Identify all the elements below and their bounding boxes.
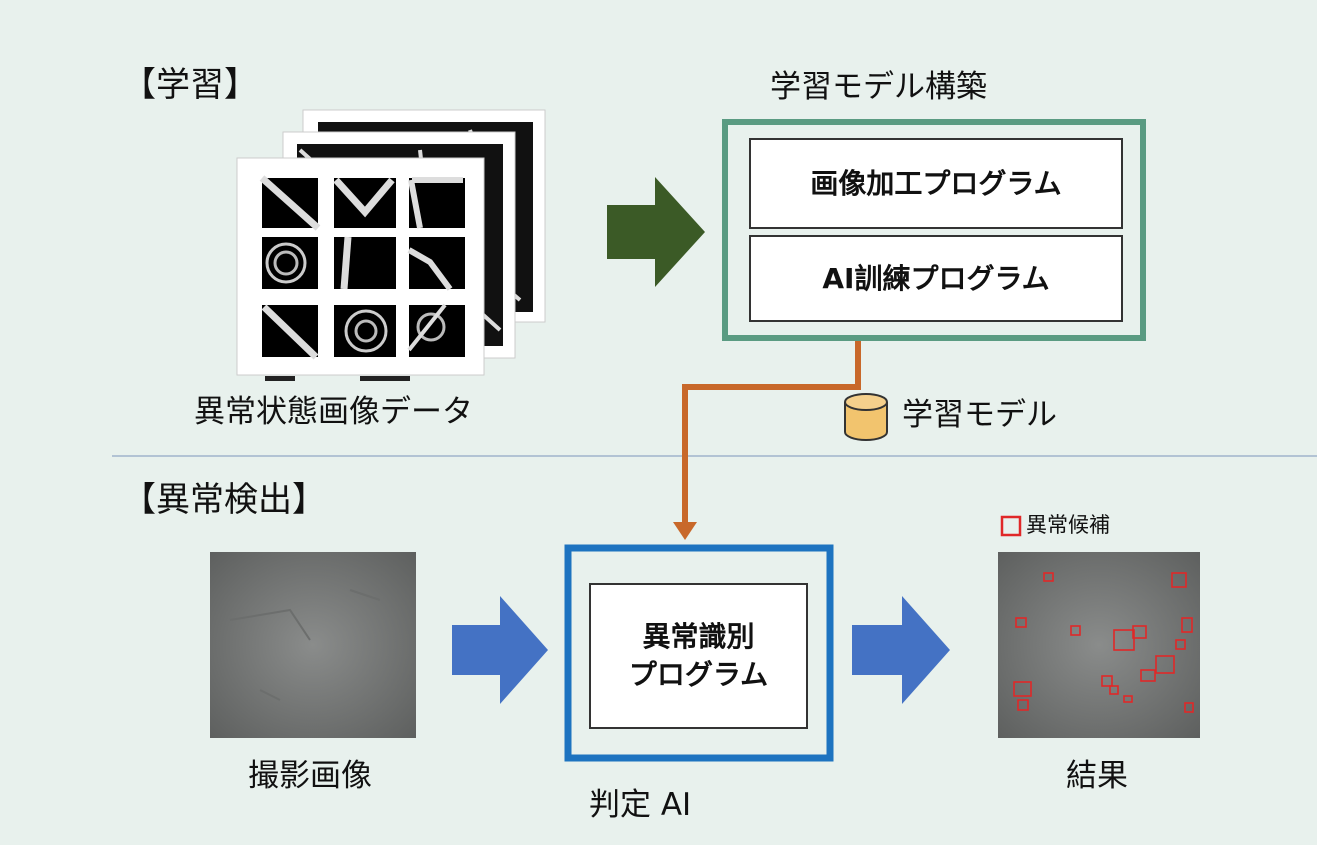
input-arrow <box>452 596 548 704</box>
learned-model-label: 学習モデル <box>902 397 1057 433</box>
judge-program-line1: 異常識別 <box>642 620 755 654</box>
judge-ai-frame <box>564 544 834 762</box>
image-processing-program-box: 画像加工プログラム <box>749 138 1123 229</box>
dataset-image-stack <box>236 109 546 381</box>
result-image <box>998 552 1200 738</box>
learning-arrow <box>607 177 705 287</box>
ai-training-program-label: AI訓練プログラム <box>822 261 1050 295</box>
legend-anomaly-square <box>1000 515 1022 537</box>
database-icon <box>844 393 888 441</box>
legend-label: 異常候補 <box>1026 513 1110 537</box>
model-connector-arrowhead <box>673 522 697 540</box>
captured-image-label: 撮影画像 <box>248 758 372 794</box>
image-processing-program-label: 画像加工プログラム <box>810 166 1062 200</box>
anomaly-boxes <box>1013 572 1194 713</box>
result-label: 結果 <box>1066 758 1128 794</box>
dataset-card-front <box>236 157 485 376</box>
dataset-label: 異常状態画像データ <box>194 394 473 430</box>
output-arrow <box>852 596 950 704</box>
model-build-title: 学習モデル構築 <box>770 69 987 105</box>
judge-program-line2: プログラム <box>628 658 769 691</box>
model-build-frame <box>722 119 1146 341</box>
anomaly-identification-program-box: 異常識別 プログラム <box>589 583 808 729</box>
captured-image <box>210 552 416 738</box>
section-title-learning: 【学習】 <box>122 65 258 105</box>
judge-ai-label: 判定 AI <box>589 787 692 823</box>
model-connector-line <box>682 341 861 523</box>
ai-training-program-box: AI訓練プログラム <box>749 235 1123 322</box>
section-title-detection: 【異常検出】 <box>122 480 326 520</box>
